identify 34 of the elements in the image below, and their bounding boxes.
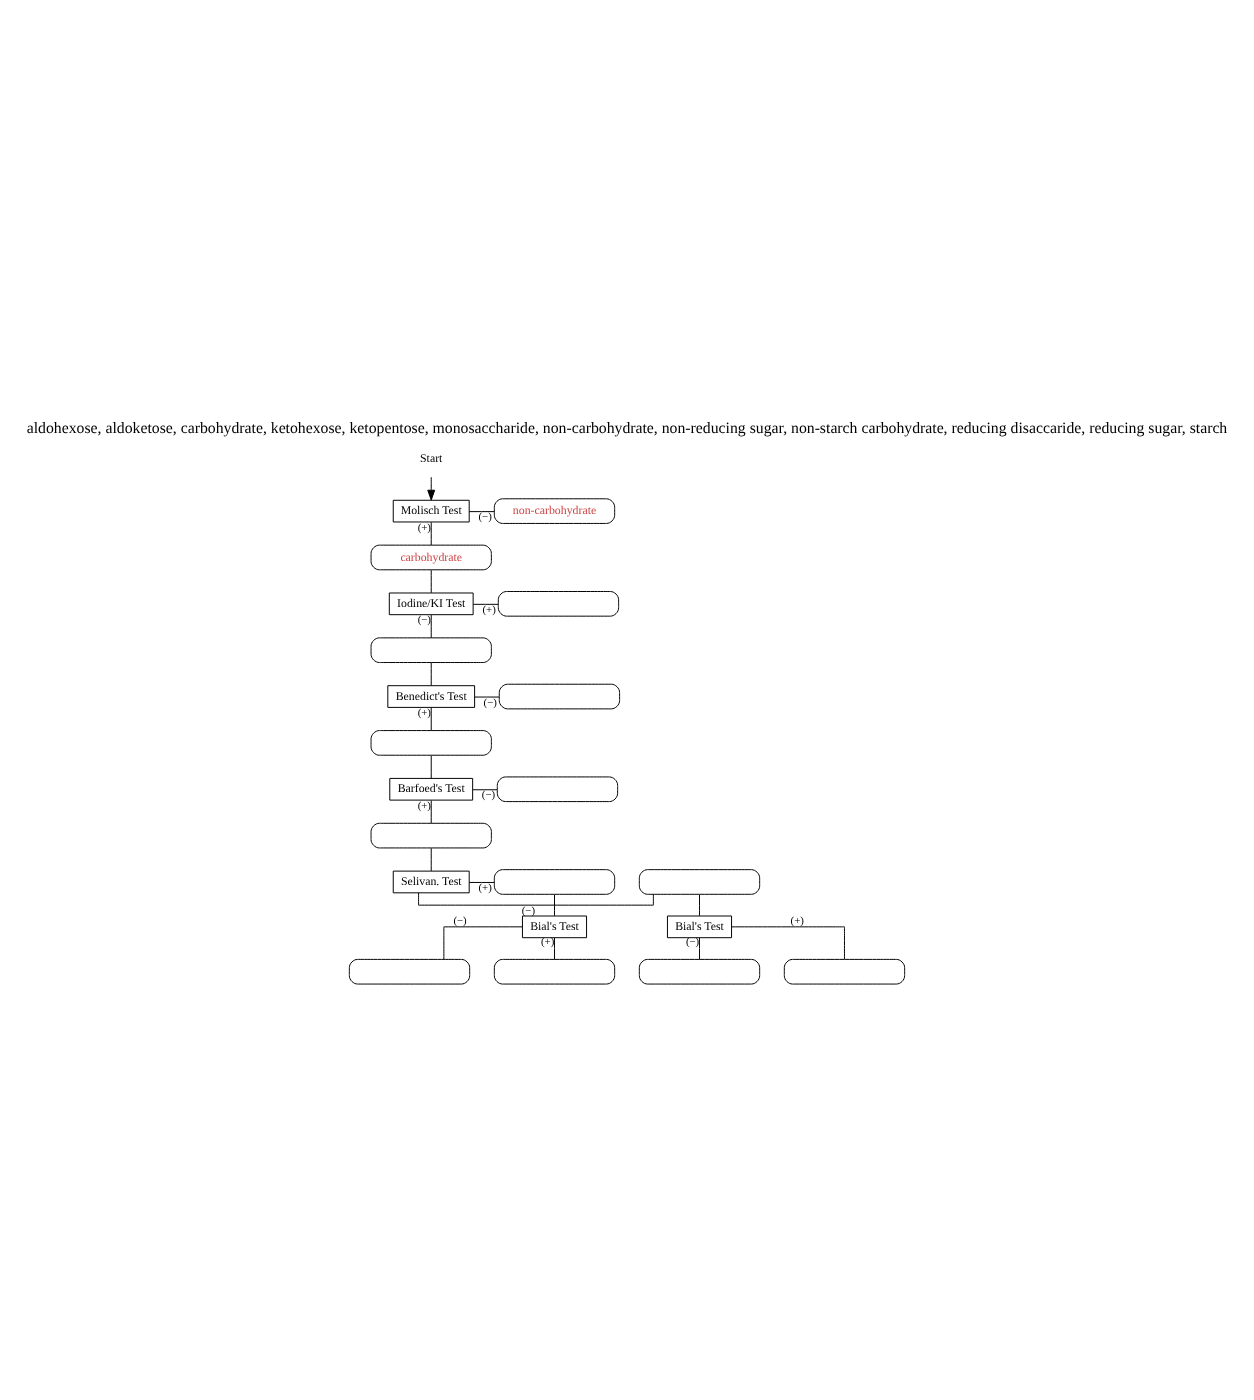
- node-box: [783, 958, 906, 985]
- node-box: [348, 958, 471, 985]
- connector: [468, 511, 495, 513]
- connector: [472, 789, 498, 791]
- arrow: [427, 476, 436, 501]
- connector: [699, 894, 700, 917]
- connector: [554, 937, 555, 960]
- connector: [418, 892, 654, 906]
- connector: [731, 926, 845, 960]
- connector: [430, 755, 432, 779]
- node-box: [493, 958, 616, 985]
- node-box: [493, 869, 616, 895]
- node-box: [497, 591, 620, 617]
- connector: [554, 894, 555, 917]
- connector: [430, 614, 432, 639]
- connector: [430, 707, 432, 731]
- connector: [699, 937, 700, 960]
- connector: [430, 569, 432, 594]
- node-box: [496, 776, 619, 803]
- connector: [474, 696, 500, 698]
- connector: [472, 603, 499, 605]
- node-box: [638, 869, 761, 895]
- node-box: [370, 637, 492, 663]
- connector: [468, 881, 495, 883]
- node-box: [498, 683, 621, 710]
- diagram-title: aldohexose, aldoketose, carbohydrate, ketohexose, ketopentose, monosaccharide, non-carbohydrate, non-reducing sugar, non-starch carbohydrate, reducing disaccaride, reducing sugar, starch: [26, 418, 1228, 437]
- connector: [443, 926, 523, 960]
- node-box: [638, 958, 761, 985]
- connector: [430, 847, 432, 872]
- connector: [430, 662, 432, 686]
- node-box: [370, 822, 492, 849]
- node-box: [370, 730, 492, 756]
- connector: [430, 521, 432, 546]
- connector: [430, 800, 432, 824]
